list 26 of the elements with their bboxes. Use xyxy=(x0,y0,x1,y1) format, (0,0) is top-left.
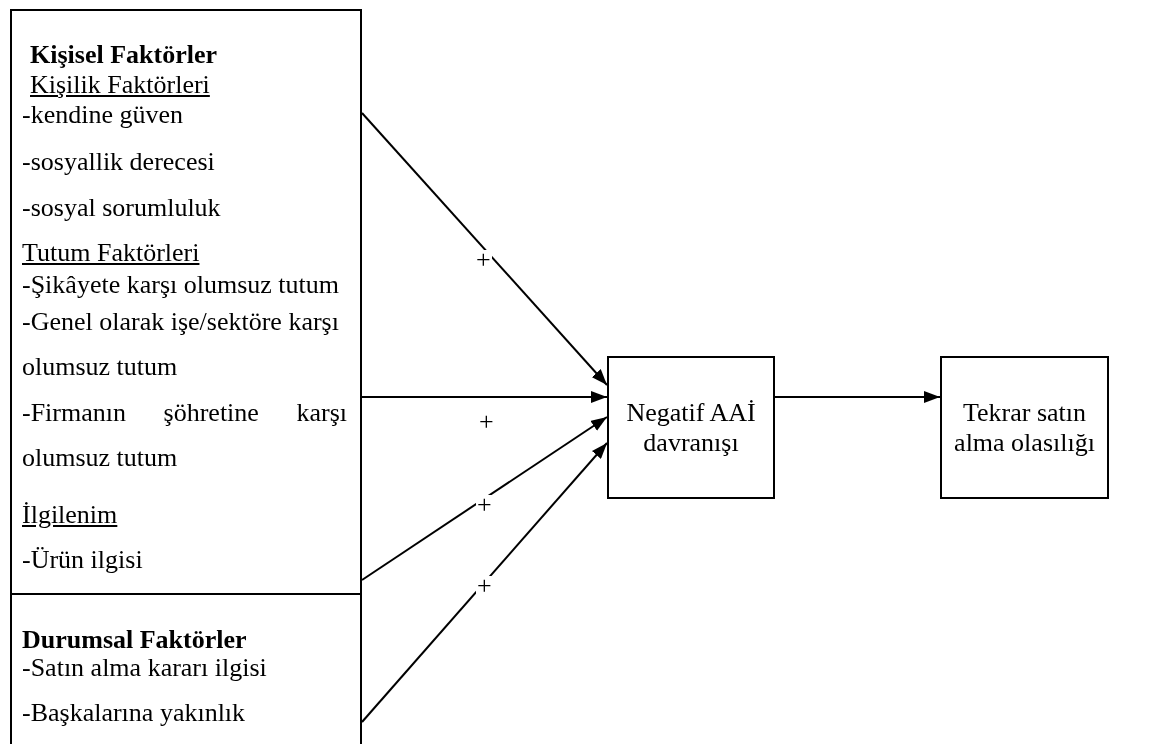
list-item: -sosyal sorumluluk xyxy=(22,193,221,223)
arrow xyxy=(361,391,608,403)
list-item: -Şikâyete karşı olumsuz tutum xyxy=(22,270,339,300)
list-item: -Ürün ilgisi xyxy=(22,545,143,575)
subheading: Tutum Faktörleri xyxy=(22,238,200,268)
edge-label: + xyxy=(476,576,493,596)
arrow xyxy=(774,391,941,403)
node-label: Negatif AAİ davranışı xyxy=(625,397,757,458)
subheading: İlgilenim xyxy=(22,500,118,530)
arrow xyxy=(361,442,608,723)
list-item: -sosyallik derecesi xyxy=(22,147,215,177)
subheading: Kişilik Faktörleri xyxy=(30,70,210,100)
arrow xyxy=(361,112,608,386)
arrow xyxy=(361,416,608,581)
list-item: -kendine güven xyxy=(22,100,183,130)
list-item: -Başkalarına yakınlık xyxy=(22,698,246,728)
factor-box xyxy=(10,9,362,595)
list-item: -Firmanın şöhretine karşı olumsuz tutum xyxy=(22,397,347,474)
process-box xyxy=(940,356,1109,499)
group-heading: Durumsal Faktörler xyxy=(22,625,247,655)
list-item: -Genel olarak işe/sektöre karşı olumsuz tutum xyxy=(22,306,340,383)
process-box xyxy=(607,356,775,499)
group-heading: Kişisel Faktörler xyxy=(30,40,217,70)
list-item: -Satın alma kararı ilgisi xyxy=(22,653,267,683)
factor-box xyxy=(10,593,362,744)
node-label: Tekrar satın alma olasılığı xyxy=(953,397,1096,458)
